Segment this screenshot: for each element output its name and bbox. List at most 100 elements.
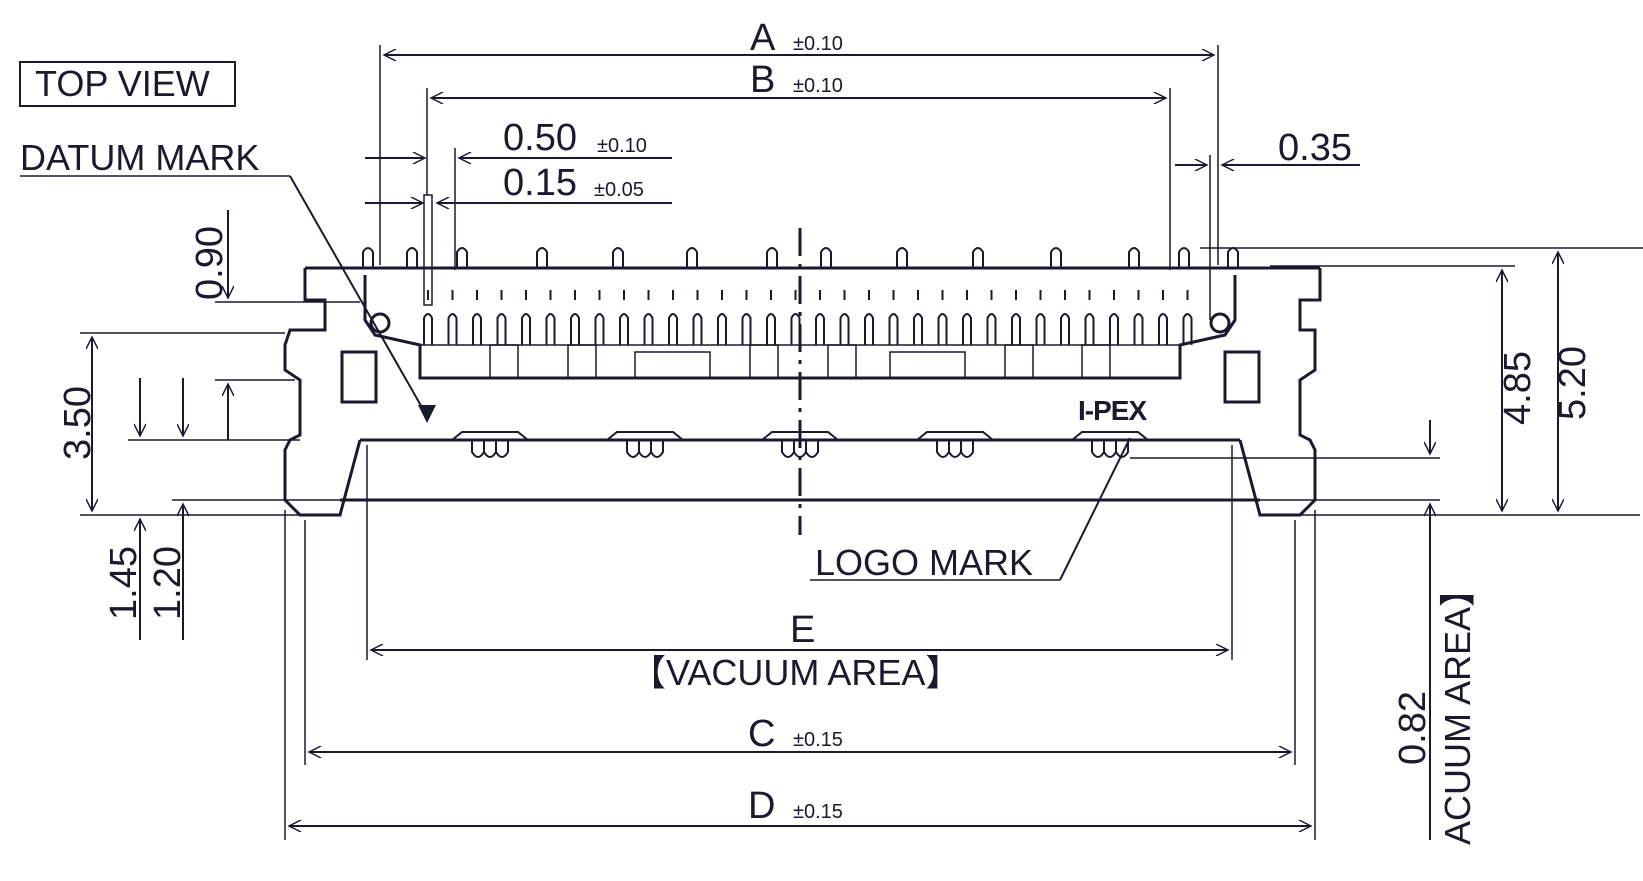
contact-pin — [888, 313, 899, 345]
dimension-pin-width: 0.15 ±0.05 — [365, 162, 672, 204]
dimension-a-tol: ±0.10 — [793, 33, 843, 55]
dimension-c-tol: ±0.15 — [793, 729, 843, 751]
dimension-pitch-value: 0.50 — [503, 117, 577, 159]
contact-pin — [1060, 313, 1070, 345]
dimension-120-value: 1.20 — [147, 546, 189, 620]
dimension-145-value: 1.45 — [103, 546, 145, 620]
top-tab — [686, 247, 698, 268]
bump-ridge — [606, 431, 684, 441]
front-bump — [495, 440, 509, 458]
dimension-035: 0.35 — [1175, 127, 1360, 320]
contact-pin — [790, 313, 801, 345]
dimension-350-value: 3.50 — [57, 386, 99, 460]
logo-mark-label: LOGO MARK — [815, 542, 1033, 583]
top-tab — [362, 247, 374, 268]
dimension-485: 4.85 — [1270, 265, 1640, 516]
contact-pin — [496, 313, 507, 345]
front-bump — [1103, 440, 1117, 458]
bump-ridge — [916, 431, 994, 441]
dimension-pitch-tol: ±0.10 — [597, 135, 647, 157]
contact-pin — [1133, 313, 1144, 345]
dimension-090: 0.90 — [189, 210, 360, 440]
front-bump — [1115, 440, 1129, 458]
front-bump — [638, 440, 652, 458]
front-bump — [781, 440, 795, 458]
top-tab — [1178, 247, 1190, 268]
top-tab — [766, 247, 778, 268]
dimension-a: A ±0.10 — [379, 17, 1219, 265]
top-tab — [896, 247, 908, 268]
contact-pin — [1084, 313, 1095, 345]
dimension-a-label: A — [750, 17, 776, 59]
bump-ridge — [1071, 431, 1149, 441]
front-bump — [948, 440, 962, 458]
contact-pin — [692, 313, 703, 345]
dimension-e-label: E — [790, 609, 815, 651]
dimension-d: D ±0.15 — [284, 510, 1316, 840]
contact-pin — [619, 313, 629, 345]
front-bump — [1091, 440, 1105, 458]
front-bump — [936, 440, 950, 458]
contact-pin — [717, 313, 727, 345]
contact-pin — [594, 313, 605, 345]
dimension-b: B ±0.10 — [426, 59, 1171, 270]
contact-pin — [423, 313, 433, 345]
top-tab — [612, 247, 624, 268]
dimension-pin-width-value: 0.15 — [503, 162, 577, 204]
front-bump — [805, 440, 819, 458]
top-tab — [406, 247, 418, 268]
dimension-b-label: B — [750, 59, 775, 101]
datum-mark-label: DATUM MARK — [20, 137, 259, 178]
dimension-520: 5.20 — [1200, 247, 1643, 511]
contact-pin — [815, 313, 825, 345]
contact-pin — [1158, 313, 1168, 345]
top-tabs — [362, 247, 1239, 268]
datum-pin — [423, 194, 433, 306]
contact-pins — [423, 290, 1193, 345]
top-tab — [820, 247, 832, 268]
logo-mark-callout: I-PEX LOGO MARK — [810, 395, 1148, 583]
vacuum-area-label: 【VACUUM AREA】 — [630, 652, 961, 693]
front-bump — [960, 440, 974, 458]
dimension-350: 3.50 — [57, 332, 300, 516]
top-tab — [536, 247, 548, 268]
top-tab — [1128, 247, 1140, 268]
contact-pin — [447, 313, 458, 345]
dimension-c-label: C — [748, 713, 775, 755]
contact-pin — [1109, 313, 1119, 345]
connector-body — [283, 266, 1322, 517]
dimension-d-tol: ±0.15 — [793, 801, 843, 823]
contact-pin — [839, 313, 850, 345]
view-title-frame — [19, 61, 236, 107]
top-tab — [972, 247, 984, 268]
dimension-pitch: 0.50 ±0.10 — [365, 117, 672, 270]
contact-pin — [545, 313, 556, 345]
contact-pin — [913, 313, 923, 345]
contact-pin — [668, 313, 678, 345]
dimension-b-tol: ±0.10 — [793, 75, 843, 97]
dimension-035-value: 0.35 — [1278, 127, 1352, 169]
contact-pin — [962, 313, 972, 345]
dimension-520-value: 5.20 — [1552, 346, 1594, 420]
datum-mark-callout: DATUM MARK — [20, 137, 436, 423]
view-title: TOP VIEW — [35, 63, 210, 104]
front-bump — [483, 440, 497, 458]
front-bump — [626, 440, 640, 458]
front-bump — [471, 440, 485, 458]
dimension-120: 1.20 — [147, 378, 340, 640]
contact-pin — [1011, 313, 1021, 345]
front-bump — [650, 440, 664, 458]
contact-pin — [1035, 313, 1046, 345]
bottom-slots — [489, 344, 1111, 379]
bump-ridge — [451, 431, 529, 441]
dimension-082-value: 0.82 — [1392, 691, 1434, 765]
logo-text: I-PEX — [1078, 395, 1147, 426]
contact-pin — [937, 313, 948, 345]
contact-pin — [521, 313, 531, 345]
contact-pin — [986, 313, 997, 345]
contact-pin — [864, 313, 874, 345]
dimension-485-value: 4.85 — [1497, 351, 1539, 425]
dimension-145: 1.45 — [103, 378, 300, 640]
contact-pin — [741, 313, 752, 345]
